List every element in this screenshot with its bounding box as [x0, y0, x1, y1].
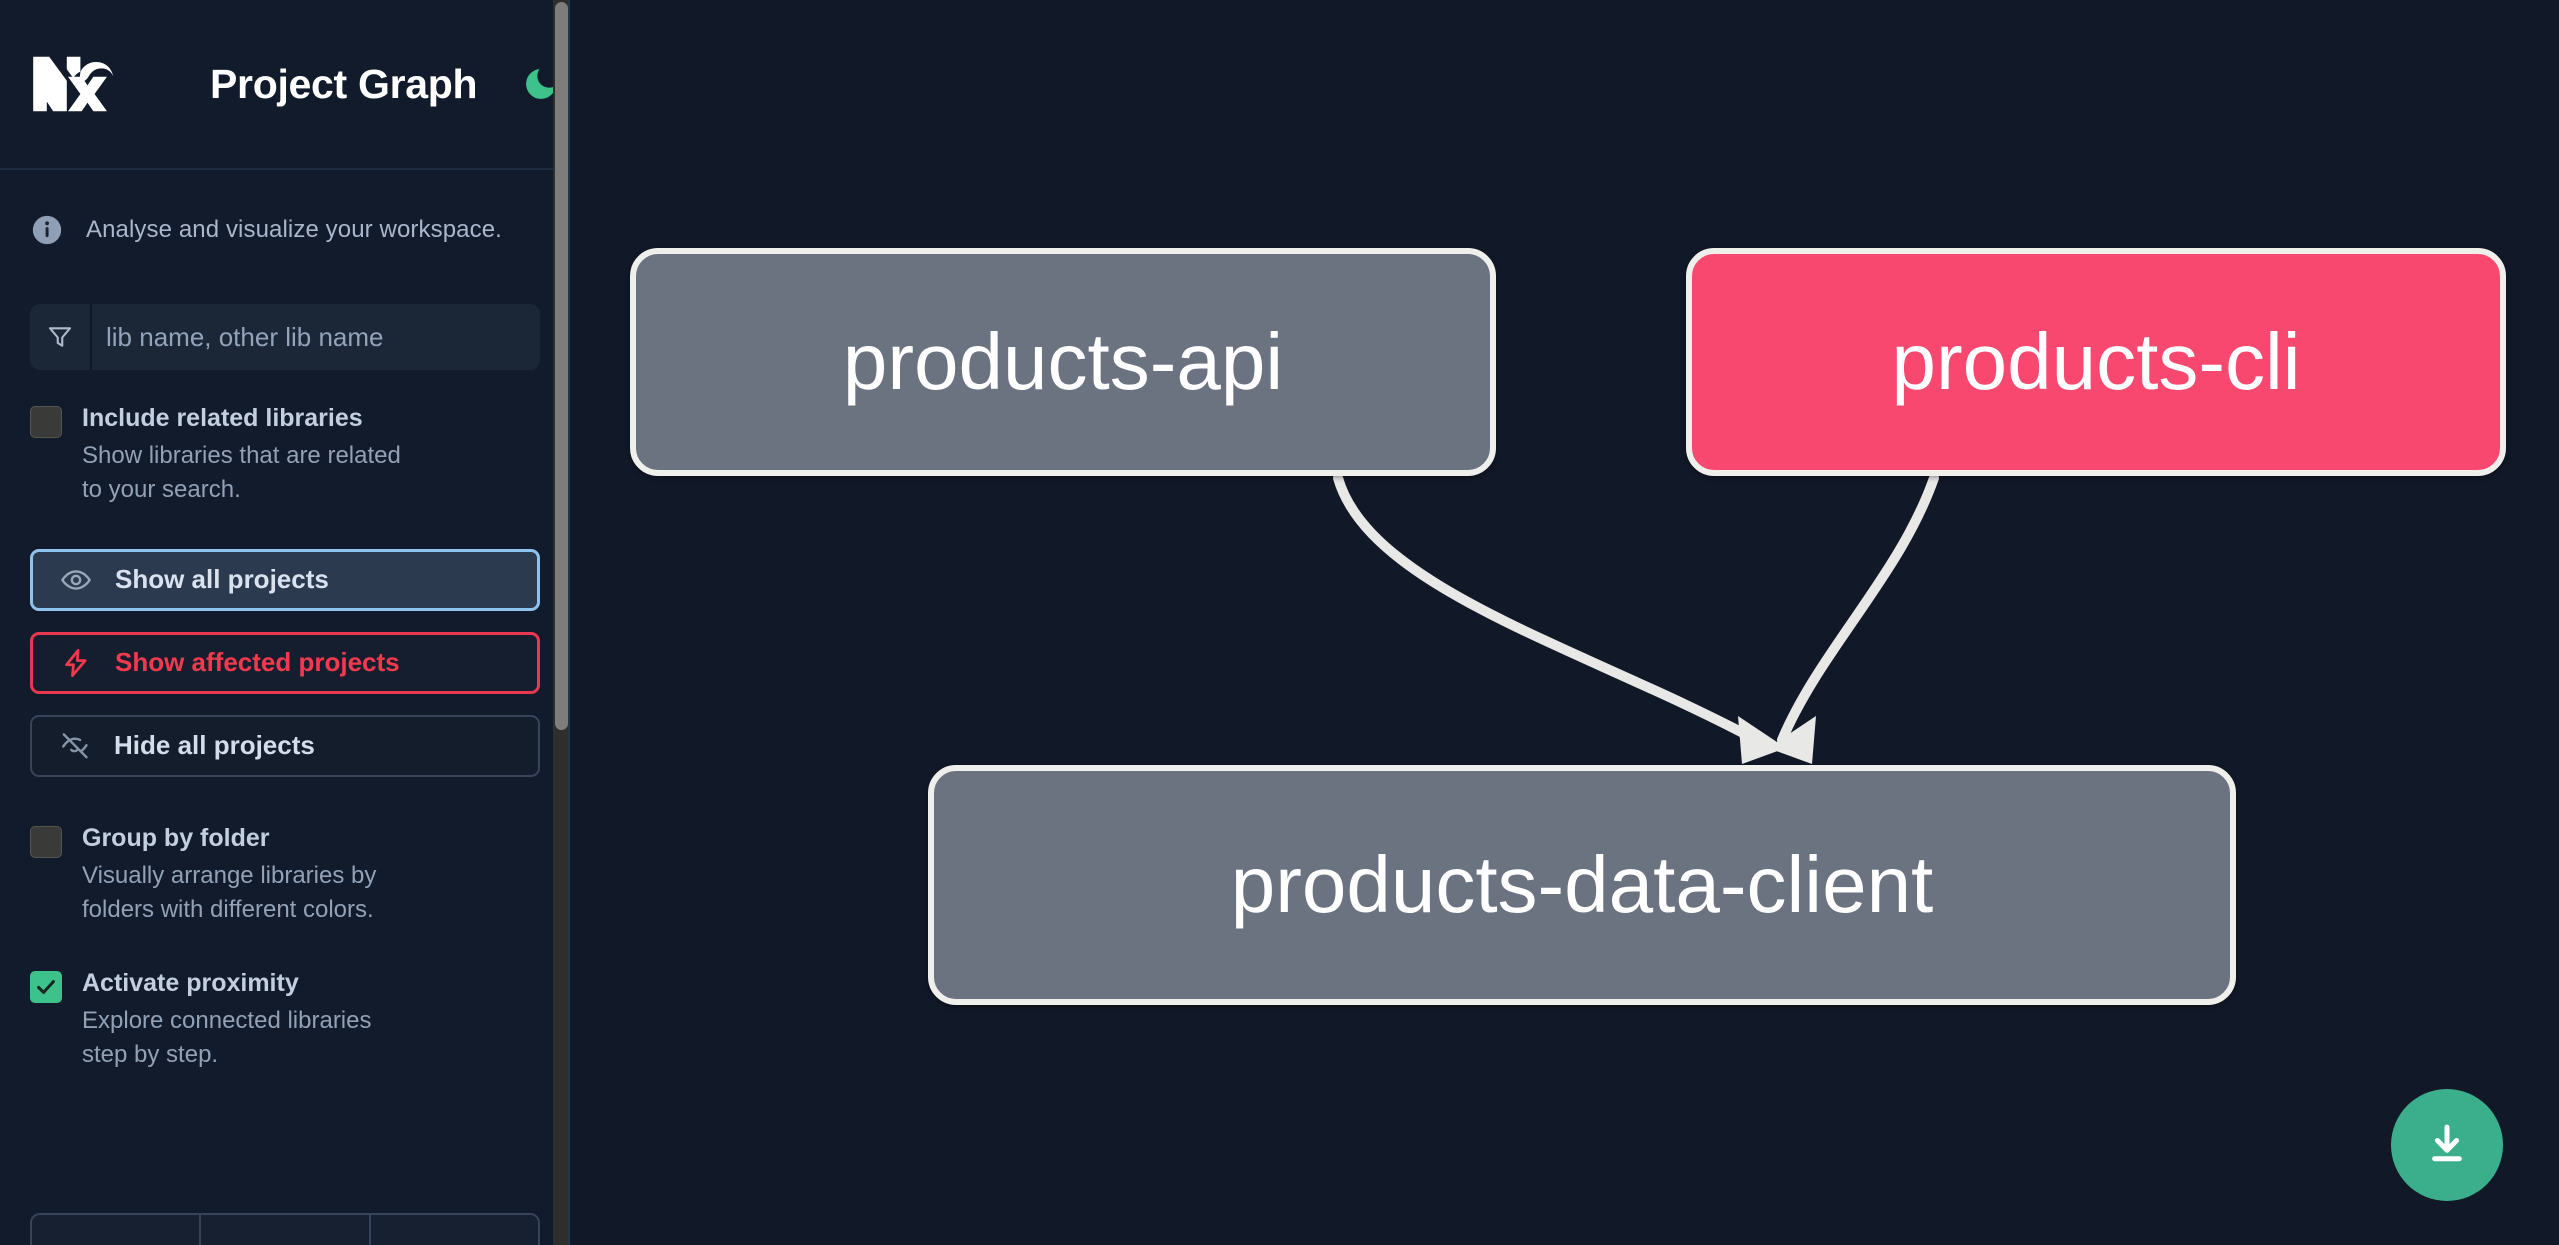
include-related-libraries-label: Include related libraries — [82, 404, 363, 432]
graph-node-products-api[interactable]: products-api — [630, 248, 1496, 476]
sidebar-header: Project Graph — [0, 0, 570, 170]
sidebar: Project Graph Analyse and visualize yo — [0, 0, 570, 1245]
hide-all-projects-label: Hide all projects — [114, 730, 315, 761]
edge-products-cli-to-products-data-client — [1768, 473, 1939, 764]
sidebar-divider — [568, 0, 570, 1245]
sidebar-tagline: Analyse and visualize your workspace. — [0, 170, 570, 290]
download-icon — [2421, 1118, 2473, 1173]
group-by-folder-label: Group by folder — [82, 823, 270, 852]
search-section — [0, 304, 570, 370]
proximity-step-option[interactable] — [370, 1215, 538, 1245]
proximity-steps-segmented-control[interactable] — [30, 1213, 540, 1245]
graph-node-products-cli[interactable]: products-cli — [1686, 248, 2506, 476]
show-all-projects-label: Show all projects — [115, 564, 329, 595]
edge-products-api-to-products-data-client — [1333, 473, 1786, 764]
proximity-step-option[interactable] — [32, 1215, 202, 1245]
graph-canvas[interactable]: products-api products-cli products-data-… — [570, 0, 2559, 1245]
eye-slash-icon — [58, 729, 92, 763]
proximity-step-option[interactable] — [201, 1215, 371, 1245]
include-related-libraries-description: Show libraries that are related to your … — [82, 441, 401, 503]
search-box[interactable] — [30, 304, 540, 370]
checkbox-row-activate-proximity[interactable]: Activate proximity Explore connected lib… — [0, 967, 570, 1072]
sidebar-scroll-region[interactable]: Project Graph Analyse and visualize yo — [0, 0, 570, 1245]
eye-icon — [59, 563, 93, 597]
graph-node-products-data-client[interactable]: products-data-client — [928, 765, 2236, 1005]
download-graph-button[interactable] — [2391, 1089, 2503, 1201]
graph-node-label: products-data-client — [1230, 840, 1934, 929]
activate-proximity-label: Activate proximity — [82, 968, 299, 997]
hide-all-projects-button[interactable]: Hide all projects — [30, 714, 540, 777]
sidebar-scrollbar-track[interactable] — [553, 0, 570, 1245]
show-all-projects-button[interactable]: Show all projects — [30, 548, 540, 611]
graph-node-label: products-api — [842, 317, 1284, 406]
checkbox-row-include-related-libraries[interactable]: Include related libraries Show libraries… — [0, 402, 570, 507]
project-visibility-actions: Show all projects Show affected projects — [0, 548, 570, 777]
page-title: Project Graph — [210, 60, 478, 107]
sidebar-scrollbar-thumb[interactable] — [555, 2, 568, 730]
show-affected-projects-label: Show affected projects — [115, 647, 400, 678]
filter-funnel-icon — [30, 304, 92, 370]
nx-logo-icon — [30, 51, 126, 117]
checkbox-row-group-by-folder[interactable]: Group by folder Visually arrange librari… — [0, 822, 570, 927]
info-icon — [30, 213, 64, 247]
graph-edges-layer — [1333, 473, 1939, 764]
sidebar-tagline-text: Analyse and visualize your workspace. — [86, 216, 502, 243]
activate-proximity-description: Explore connected libraries step by step… — [82, 1006, 372, 1068]
moon-icon[interactable] — [519, 62, 563, 106]
graph-node-label: products-cli — [1891, 317, 2301, 406]
checkmark-icon — [37, 979, 55, 994]
lightning-bolt-icon — [59, 646, 93, 680]
activate-proximity-checkbox[interactable] — [30, 970, 62, 1003]
search-input[interactable] — [92, 304, 540, 370]
include-related-libraries-checkbox[interactable] — [30, 406, 62, 438]
group-by-folder-description: Visually arrange libraries by folders wi… — [82, 861, 377, 923]
group-by-folder-checkbox[interactable] — [30, 825, 62, 858]
show-affected-projects-button[interactable]: Show affected projects — [30, 631, 540, 694]
